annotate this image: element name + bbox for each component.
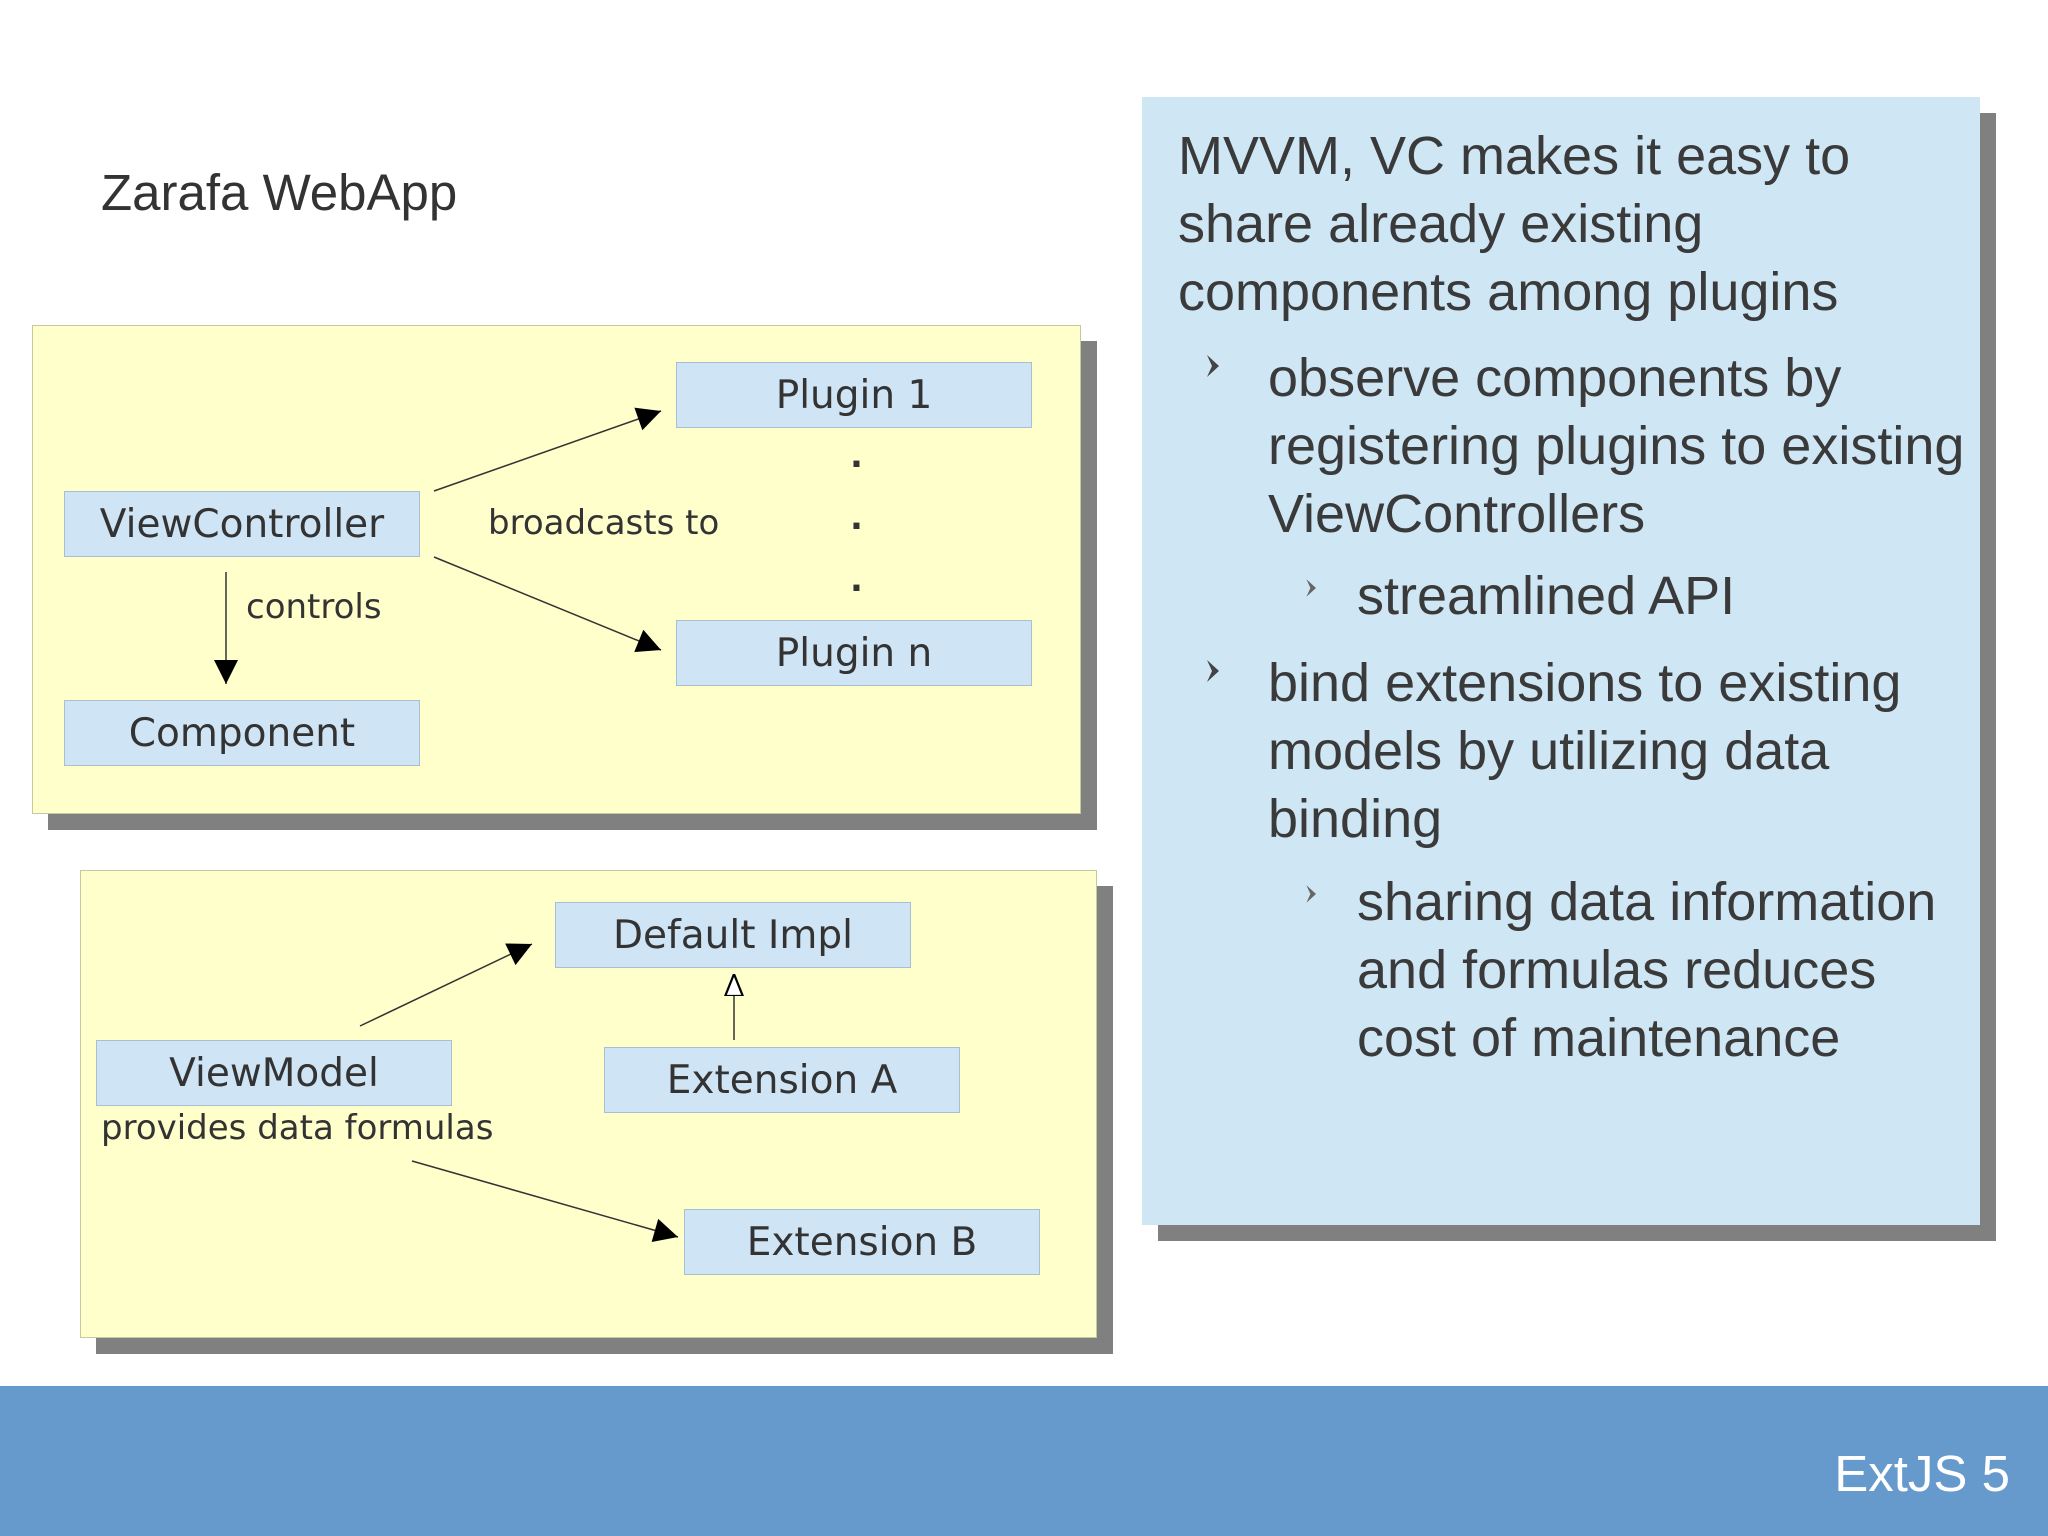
plugin-n-node: Plugin n (676, 620, 1032, 686)
text-panel (1142, 97, 1980, 1225)
bullet-item: bind extensions to existing models by ut… (1268, 653, 1902, 849)
chevron-right-icon (1207, 660, 1219, 682)
text-panel-heading: MVVM, VC makes it easy to share already … (1178, 126, 1851, 322)
default-impl-node: Default Impl (555, 902, 911, 968)
footer-bar (0, 1386, 2048, 1536)
bullet-item: observe components by registering plugin… (1268, 348, 1965, 544)
controls-label: controls (246, 587, 382, 627)
plugin-1-node: Plugin 1 (676, 362, 1032, 428)
extension-a-node: Extension A (604, 1047, 960, 1113)
viewmodel-to-default-arrow (359, 943, 533, 1027)
provides-label: provides data formulas (101, 1108, 494, 1148)
extension-b-node: Extension B (684, 1209, 1040, 1275)
broadcast-arrow-plugin-1 (433, 407, 662, 492)
component-node: Component (64, 700, 420, 766)
ellipsis-dot: . (850, 560, 863, 600)
broadcasts-label: broadcasts to (488, 503, 720, 543)
slide-title: Zarafa WebApp (101, 164, 458, 221)
chevron-right-icon (1207, 355, 1219, 377)
chevron-right-icon (1306, 579, 1316, 597)
chevron-right-icon (1306, 885, 1316, 903)
viewmodel-to-extension-b-arrow (411, 1160, 679, 1242)
view-controller-node: ViewController (64, 491, 420, 557)
ellipsis-dot: . (850, 498, 863, 538)
footer-label: ExtJS 5 (1834, 1445, 2010, 1502)
ellipsis-dot: . (850, 436, 863, 476)
view-model-node: ViewModel (96, 1040, 452, 1106)
broadcast-arrow-plugin-n (433, 556, 662, 653)
sub-bullet-item: streamlined API (1357, 566, 1736, 626)
sub-bullet-item: sharing data information and formulas re… (1357, 872, 1937, 1068)
